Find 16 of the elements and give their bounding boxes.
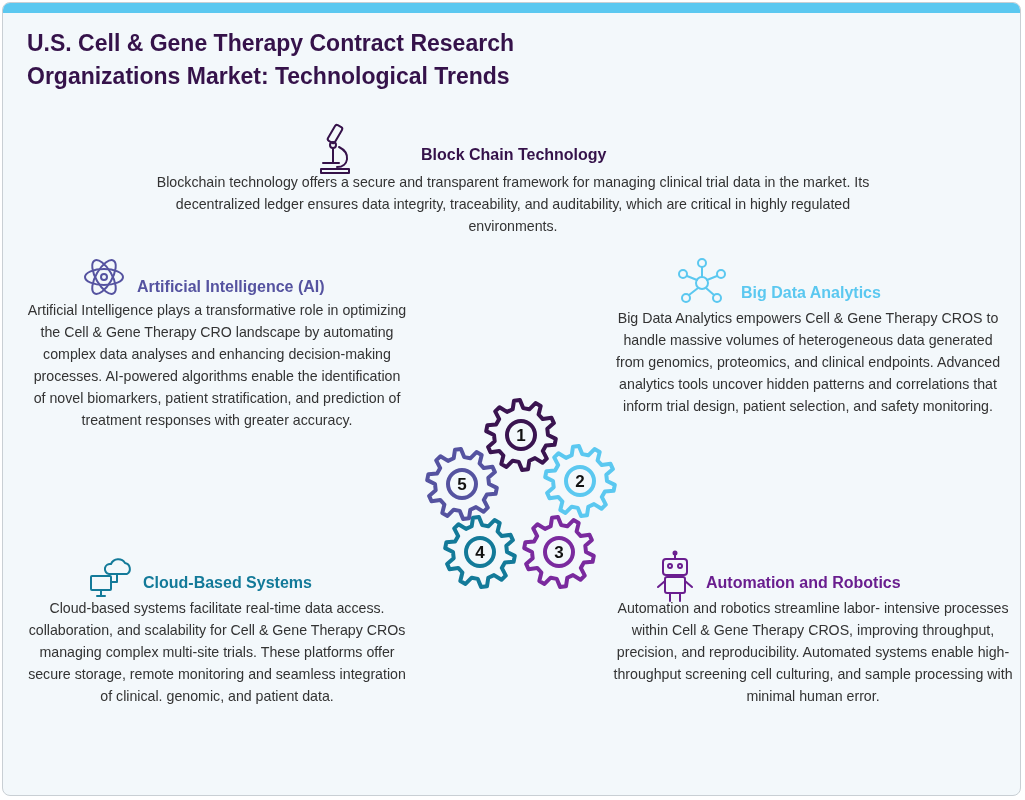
step-number: 2	[575, 472, 585, 490]
section-text: Cloud-based systems facilitate real-time data access. collaboration, and scalability for Cell & Gene Therapy CROs managing complex multi-site trials. These platforms offer secure storage, remote monitoring and seamless integration of clinical. genomic, and patient data.	[27, 599, 407, 706]
section-heading: Cloud-Based Systems	[143, 574, 312, 592]
section-text: Artificial Intelligence plays a transformative role in optimizing the Cell & Gene Therapy CRO landscape by automating complex data analyses and enhancing decision-making processes. AI-powered algorithms enable the identification of novel biomarkers, patient stratification, and prediction of treatment responses with greater accuracy.	[27, 301, 407, 430]
step-number: 4	[475, 543, 485, 561]
step-number: 1	[516, 426, 526, 444]
section-text: Automation and robotics streamline labor- intensive processes within Cell & Gene Therapy CROS, improving throughput, precision, and reproducibility. Automated systems enable high- throughput screening cell culturing, and sample processing with minimal human error.	[613, 599, 1013, 706]
step-number: 3	[554, 543, 564, 561]
section-heading: Artificial Intelligence (AI)	[137, 278, 325, 296]
title: U.S. Cell & Gene Therapy Contract Research Organizations Market: Technological Trends	[27, 29, 515, 91]
section-heading: Automation and Robotics	[706, 574, 901, 592]
section-text: Big Data Analytics empowers Cell & Gene Therapy CROS to handle massive volumes of heterogeneous data generated from genomics, proteomics, and clinical endpoints. Advanced analytics tools uncover hidden patterns and correlations that inform trial design, patient selection, and safety monitoring.	[614, 309, 1002, 416]
step-number: 5	[457, 475, 467, 493]
section-heading: Block Chain Technology	[421, 146, 607, 164]
section-text: Blockchain technology offers a secure and transparent framework for managing clinical trial data in the market. Its decentralized ledger ensures data integrity, traceability, and auditability, which are critical in highly regulated environments.	[155, 173, 871, 236]
section-heading: Big Data Analytics	[741, 284, 881, 302]
